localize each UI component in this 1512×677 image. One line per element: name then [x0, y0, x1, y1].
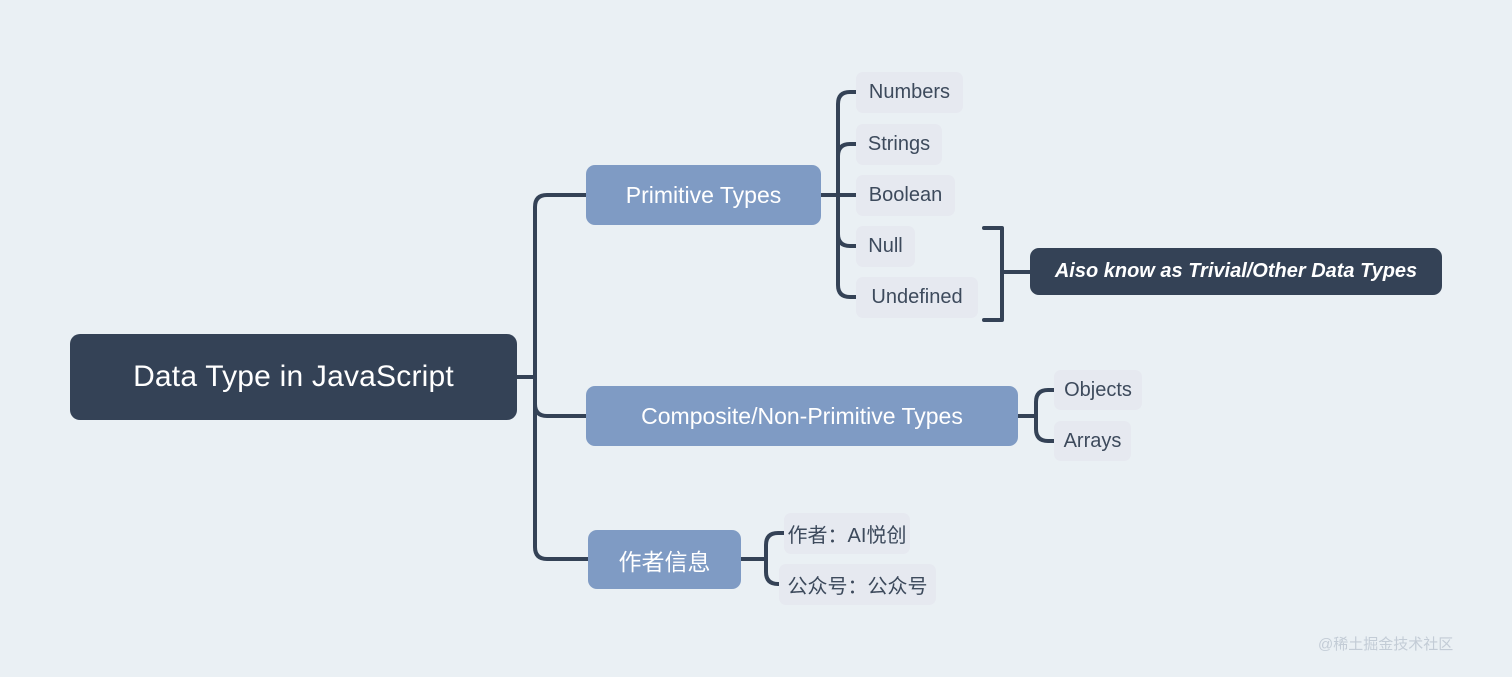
edge-spine-objects: [1034, 388, 1056, 418]
leaf-node-label: Numbers: [868, 81, 951, 103]
edge-spine-strings: [836, 142, 858, 197]
leaf-node-public-account[interactable]: 公众号：公众号: [779, 564, 936, 605]
annotation-trivial-data-types[interactable]: Aiso know as Trivial/Other Data Types: [1030, 248, 1442, 295]
edge-spine-arrays: [1034, 414, 1056, 443]
branch-node-author-info[interactable]: 作者信息: [588, 530, 741, 589]
bracket-trivial: [982, 226, 1004, 322]
watermark: @稀土掘金技术社区: [1318, 633, 1453, 654]
annotation-label: Aiso know as Trivial/Other Data Types: [1054, 260, 1418, 282]
leaf-node-label: Objects: [1064, 378, 1132, 401]
edge-spine-authorname: [764, 531, 786, 561]
branch-node-composite-types[interactable]: Composite/Non-Primitive Types: [586, 386, 1018, 446]
root-node[interactable]: Data Type in JavaScript: [70, 334, 517, 420]
branch-node-primitive-types[interactable]: Primitive Types: [586, 165, 821, 225]
leaf-node-numbers[interactable]: Numbers: [856, 72, 963, 113]
leaf-node-label: Strings: [867, 133, 931, 155]
leaf-node-strings[interactable]: Strings: [856, 124, 942, 165]
leaf-node-null[interactable]: Null: [856, 226, 915, 267]
leaf-node-label: Null: [868, 235, 903, 257]
branch-node-label: Primitive Types: [625, 181, 782, 208]
leaf-node-label: Undefined: [871, 286, 963, 308]
leaf-node-arrays[interactable]: Arrays: [1054, 421, 1131, 461]
edge-spine-account: [764, 557, 781, 586]
branch-node-label: Composite/Non-Primitive Types: [641, 402, 963, 429]
leaf-node-label: 公众号：公众号: [787, 576, 928, 598]
leaf-node-author-name[interactable]: 作者：AI悦创: [784, 513, 910, 554]
leaf-node-boolean[interactable]: Boolean: [856, 175, 955, 216]
edge-trunk-composite: [533, 375, 588, 418]
root-node-label: Data Type in JavaScript: [133, 360, 454, 393]
leaf-node-undefined[interactable]: Undefined: [856, 277, 978, 318]
leaf-node-objects[interactable]: Objects: [1054, 370, 1142, 410]
leaf-node-label: 作者：AI悦创: [787, 525, 907, 547]
leaf-node-label: Arrays: [1063, 429, 1122, 452]
watermark-label: @稀土掘金技术社区: [1318, 636, 1454, 653]
edge-spine-undefined: [836, 193, 858, 299]
edge-trunk-primitive: [533, 193, 588, 379]
branch-node-label: 作者信息: [618, 548, 711, 575]
edge-spine-numbers: [836, 90, 858, 197]
edge-spine-null: [836, 193, 858, 248]
leaf-node-label: Boolean: [868, 184, 943, 206]
edge-trunk-author: [533, 375, 590, 561]
